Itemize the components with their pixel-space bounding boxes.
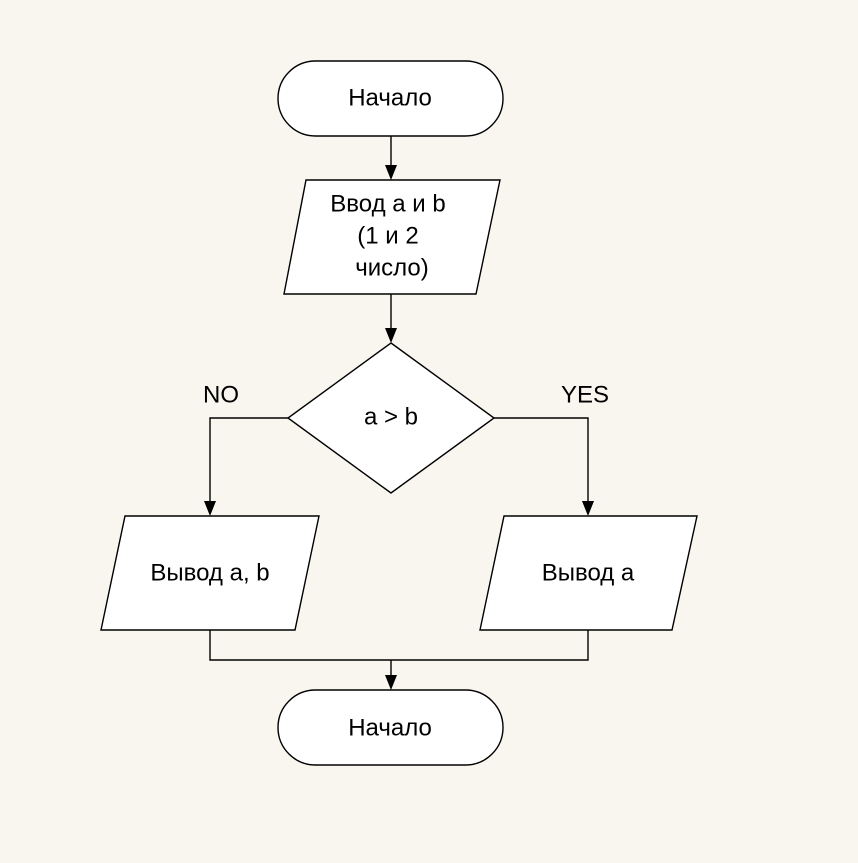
output-yes-block-label: Вывод a	[542, 559, 635, 586]
connector-merge	[209, 630, 589, 661]
input-block-shape	[283, 179, 501, 295]
branch-yes-label: YES	[561, 381, 609, 408]
input-block-line-3: число)	[355, 254, 429, 281]
decision-block-shape	[286, 342, 496, 494]
input-block-line-1: Ввод a и b	[330, 190, 445, 217]
decision-block: a > b	[286, 342, 496, 494]
output-no-block-label: Вывод a, b	[150, 559, 269, 586]
output-yes-block: Вывод a	[479, 515, 698, 631]
output-no-block-shape	[100, 515, 320, 631]
end-terminator-shape	[277, 689, 504, 766]
arrowhead-decision	[385, 328, 397, 343]
arrowhead-output-no	[204, 501, 216, 516]
input-block: Ввод a и b (1 и 2 число)	[283, 179, 501, 295]
output-yes-block-shape	[479, 515, 698, 631]
arrowhead-input	[385, 165, 397, 180]
connector-no-branch	[209, 417, 288, 502]
arrowhead-end	[385, 675, 397, 690]
start-terminator: Начало	[277, 60, 504, 137]
connectors	[204, 136, 594, 690]
end-terminator-label: Начало	[348, 714, 432, 741]
end-terminator: Начало	[277, 689, 504, 766]
start-terminator-shape	[277, 60, 504, 137]
branch-no-label: NO	[203, 381, 239, 408]
connector-yes-branch	[494, 417, 589, 502]
input-block-line-2: (1 и 2	[357, 222, 418, 249]
arrowhead-output-yes	[582, 501, 594, 516]
decision-block-label: a > b	[364, 403, 418, 430]
start-terminator-label: Начало	[348, 84, 432, 111]
output-no-block: Вывод a, b	[100, 515, 320, 631]
